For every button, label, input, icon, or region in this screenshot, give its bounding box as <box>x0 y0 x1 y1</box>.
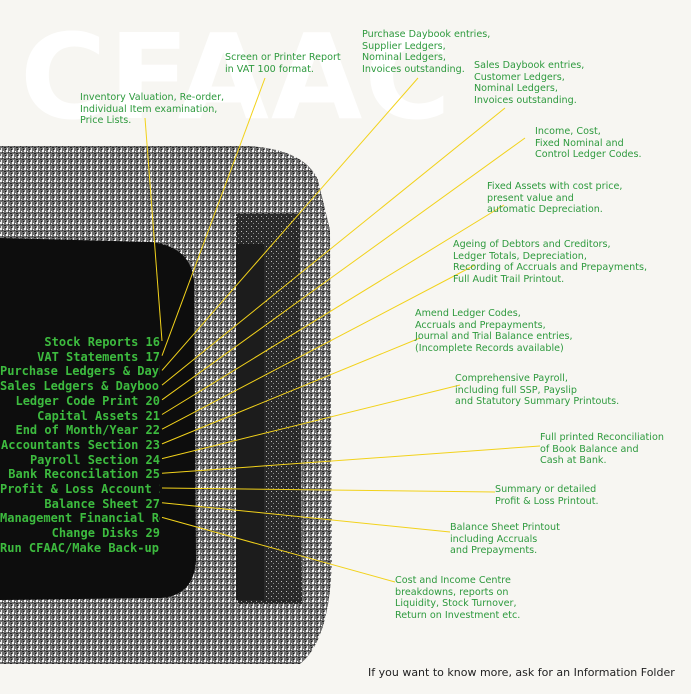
menu-item-label: Change Disks <box>51 526 139 541</box>
callout-text: Fixed Assets with cost price, present va… <box>487 181 623 216</box>
leader-line <box>144 117 163 342</box>
menu-item-page: 27 <box>138 496 160 511</box>
leader-line <box>161 137 526 401</box>
callout-text: Inventory Valuation, Re-order, Individua… <box>80 92 225 127</box>
menu-item-label: Run CFAAC/Make Back-up <box>0 540 159 555</box>
menu-item-label: Management Financial Reports <box>0 511 160 526</box>
menu-item-page: 16 <box>138 335 160 349</box>
callout-text: Balance Sheet Printout including Accrual… <box>450 522 560 557</box>
leader-line <box>161 487 496 493</box>
menu-item: Change Disks 29 <box>0 526 160 541</box>
menu-item-label: Profit & Loss Account <box>0 482 152 497</box>
callout-text: Ageing of Debtors and Creditors, Ledger … <box>453 239 648 285</box>
callout-text: Screen or Printer Report in VAT 100 form… <box>225 52 341 75</box>
menu-item: Accountants Section 23 <box>0 438 160 453</box>
menu-item: Sales Ledgers & Daybook 19 <box>0 379 160 394</box>
callout-text: Amend Ledger Codes, Accruals and Prepaym… <box>415 308 573 354</box>
menu-item-label: Bank Reconcilation <box>8 467 139 482</box>
leader-line <box>161 337 421 445</box>
menu-item-label: Ledger Code Print <box>15 393 139 408</box>
callout-text: Income, Cost, Fixed Nominal and Control … <box>535 126 642 161</box>
monitor-screen <box>0 238 196 600</box>
menu-item: VAT Statements 17 <box>0 350 160 365</box>
menu-item-label: Sales Ledgers & Daybook <box>0 379 160 394</box>
menu-item-label: Stock Reports <box>44 335 139 349</box>
leader-line <box>161 107 506 386</box>
menu-item-label: Purchase Ledgers & Daybook <box>0 364 160 379</box>
menu-item: Payroll Section 24 <box>0 453 160 468</box>
panel-slot <box>236 244 264 600</box>
menu-item: Management Financial Reports 28 <box>0 511 160 526</box>
leader-line <box>161 77 266 356</box>
menu-item: Purchase Ledgers & Daybook 18 <box>0 364 160 379</box>
menu-item-page: 23 <box>138 437 160 452</box>
menu-item-page: 30 <box>159 541 160 555</box>
menu-item-label: Payroll Section <box>29 452 139 467</box>
menu-item: Ledger Code Print 20 <box>0 394 160 409</box>
leader-line <box>161 516 396 583</box>
menu-item-label: Accountants Section <box>1 437 139 452</box>
menu-item-label: Capital Assets <box>37 408 139 423</box>
menu-item: Run CFAAC/Make Back-up 30 <box>0 541 160 556</box>
leader-line <box>161 77 419 371</box>
leader-lines <box>144 77 541 583</box>
menu-item-label: Balance Sheet <box>44 496 139 511</box>
menu-item-page: 25 <box>138 467 160 482</box>
menu-item: Profit & Loss Account 26 <box>0 482 160 497</box>
menu-item-label: End of Month/Year <box>15 423 139 438</box>
footer-text: If you want to know more, ask for an Inf… <box>368 666 675 679</box>
leader-line <box>161 445 541 474</box>
menu-item-page: 29 <box>138 526 160 541</box>
menu-item-page: 22 <box>138 423 160 438</box>
menu-item-page: 26 <box>152 482 160 496</box>
menu-item-page: 20 <box>138 393 160 408</box>
callout-text: Summary or detailed Profit & Loss Printo… <box>495 484 599 507</box>
menu-item: End of Month/Year 22 <box>0 423 160 438</box>
menu-item: Bank Reconcilation 25 <box>0 467 160 482</box>
callout-text: Full printed Reconciliation of Book Bala… <box>540 432 664 467</box>
menu-item: Capital Assets 21 <box>0 409 160 424</box>
menu-item: Balance Sheet 27 <box>0 497 160 512</box>
menu-item-label: VAT Statements <box>37 349 139 364</box>
leader-line <box>161 264 476 430</box>
leader-line <box>161 384 461 460</box>
menu-item-page: 21 <box>138 408 160 423</box>
menu-item: Stock Reports 16 <box>0 335 160 350</box>
callout-text: Comprehensive Payroll, including full SS… <box>455 373 620 408</box>
callout-text: Sales Daybook entries, Customer Ledgers,… <box>474 60 585 106</box>
menu-item-page: 17 <box>138 349 160 364</box>
callout-text: Cost and Income Centre breakdowns, repor… <box>395 575 521 621</box>
callout-text: Purchase Daybook entries, Supplier Ledge… <box>362 29 491 75</box>
leader-line <box>161 502 451 533</box>
menu-item-page: 24 <box>138 452 160 467</box>
leader-line <box>161 204 505 415</box>
